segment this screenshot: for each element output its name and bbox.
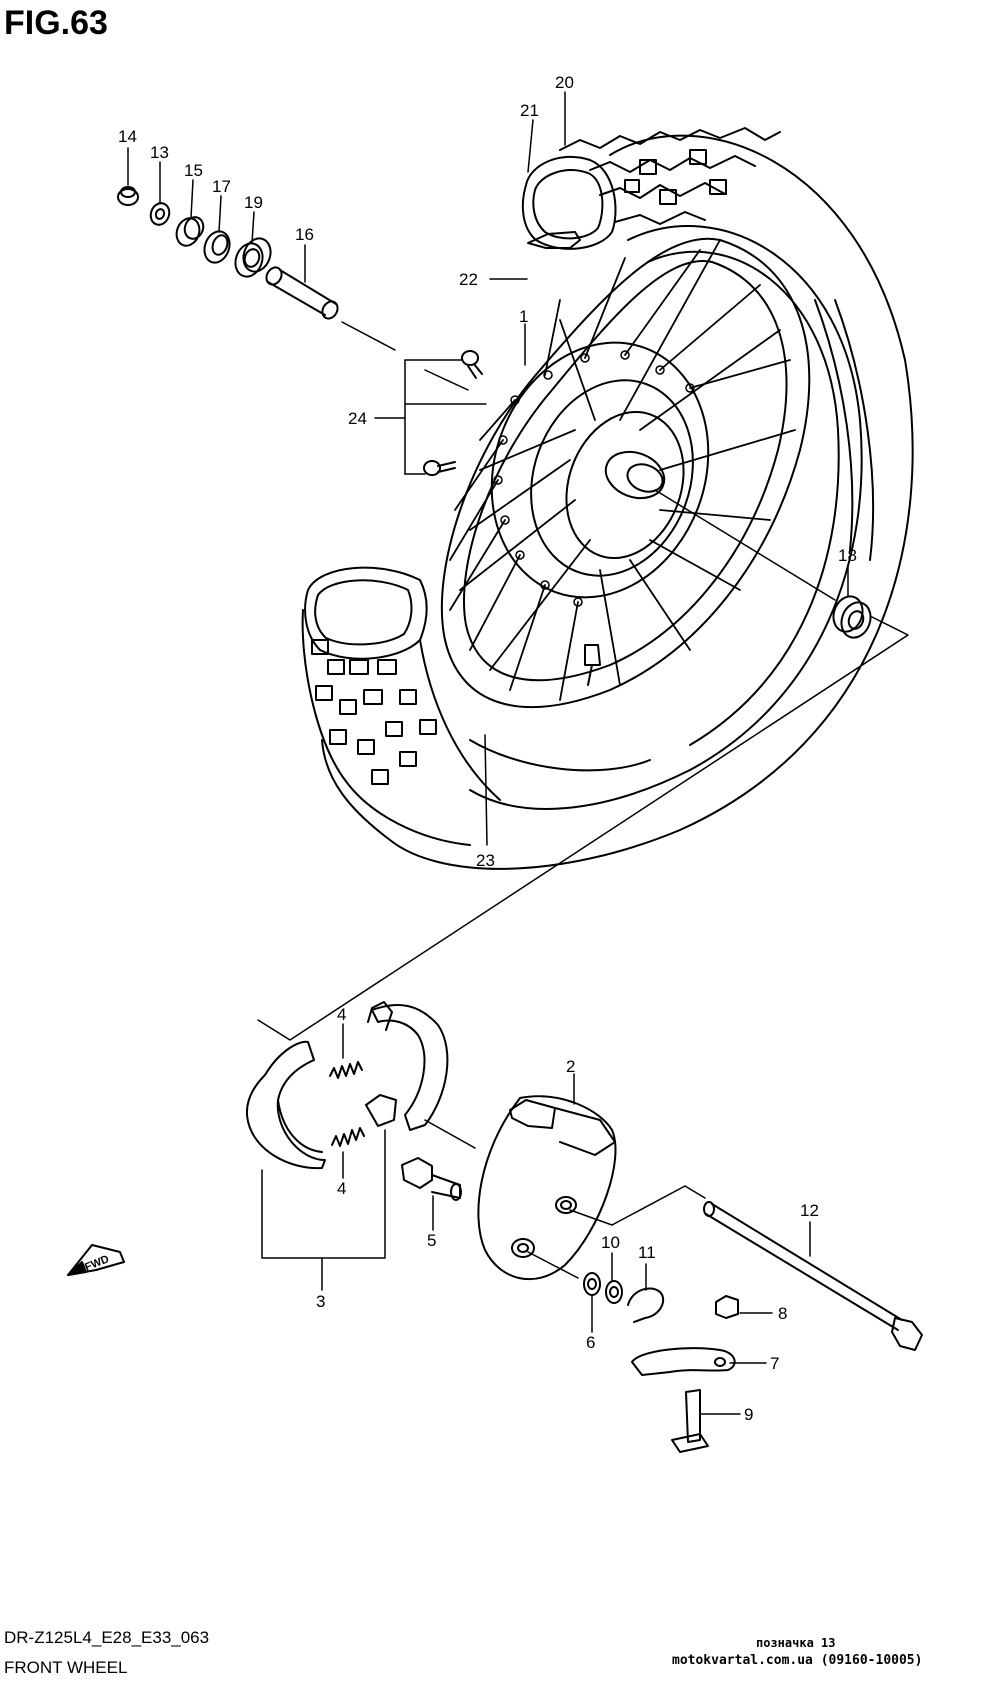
- brake-cam: [401, 1157, 462, 1201]
- leader-lines: [127, 91, 849, 1415]
- axle-shaft: [703, 1201, 923, 1351]
- callout-19: 19: [244, 193, 263, 212]
- callout-1: 1: [519, 307, 528, 326]
- section-name: FRONT WHEEL: [4, 1658, 128, 1677]
- callout-23: 23: [476, 851, 495, 870]
- rim-and-hub-drawing: [440, 237, 811, 709]
- small-washers: [583, 1272, 665, 1323]
- tire-drawing: [301, 127, 914, 870]
- callout-11: 11: [638, 1243, 656, 1262]
- callout-14: 14: [118, 127, 137, 146]
- callout-22: 22: [459, 270, 478, 289]
- figure-title: FIG.63: [4, 4, 108, 42]
- callout-13: 13: [150, 143, 169, 162]
- callout-24: 24: [348, 409, 367, 428]
- callout-18: 18: [838, 546, 857, 565]
- axle-spacer-parts: [117, 186, 396, 351]
- callout-2: 2: [566, 1057, 575, 1076]
- callout-4b: 4: [337, 1179, 346, 1198]
- callout-8: 8: [778, 1304, 787, 1323]
- lever-and-fasteners: [631, 1295, 739, 1453]
- callout-5: 5: [427, 1231, 436, 1250]
- callout-4a: 4: [337, 1005, 346, 1024]
- callout-9: 9: [744, 1405, 753, 1424]
- bearing-right: [654, 489, 872, 639]
- watermark-line-1: позначка 13: [756, 1636, 836, 1650]
- callout-6: 6: [586, 1333, 595, 1352]
- brake-panel: [424, 1095, 706, 1281]
- fwd-arrow-icon: [67, 1244, 125, 1276]
- callout-16: 16: [295, 225, 314, 244]
- callout-21: 21: [520, 101, 539, 120]
- brake-shoes: [245, 1001, 449, 1170]
- callout-12: 12: [800, 1201, 819, 1220]
- callout-3: 3: [316, 1292, 325, 1311]
- callout-20: 20: [555, 73, 574, 92]
- model-code: DR-Z125L4_E28_E33_063: [4, 1628, 210, 1647]
- watermark-line-2: motokvartal.com.ua (09160-10005): [672, 1653, 923, 1668]
- hub-bolts: [423, 350, 483, 476]
- callout-10: 10: [601, 1233, 620, 1252]
- callout-labels: 1 2 3 4 4 5 6 7 8 9 10 11 12 13 14 15 16…: [83, 73, 857, 1424]
- callout-15: 15: [184, 161, 203, 180]
- callout-7: 7: [770, 1354, 779, 1373]
- callout-17: 17: [212, 177, 231, 196]
